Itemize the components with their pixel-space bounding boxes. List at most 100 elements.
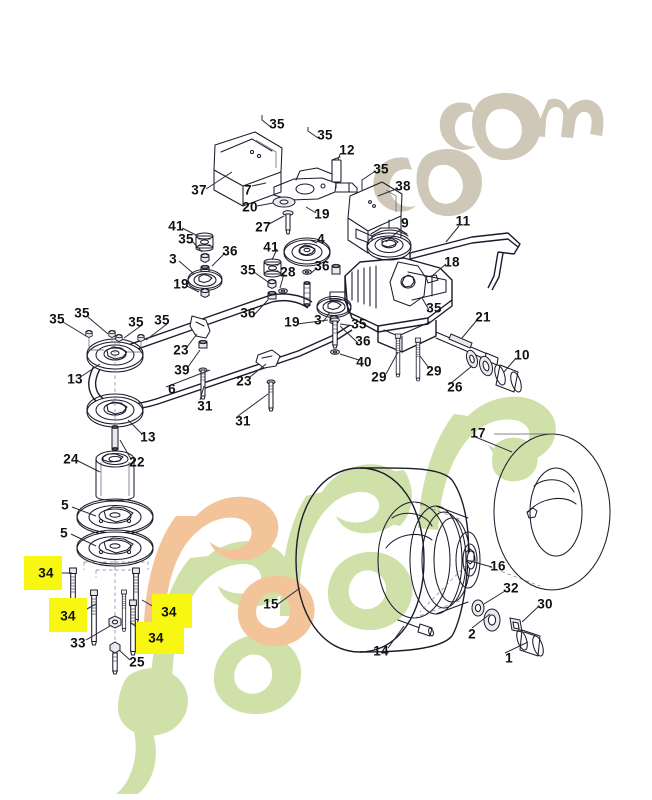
callout-label-35-c31: 35 bbox=[74, 305, 90, 321]
callout-label-35-c28: 35 bbox=[426, 300, 442, 316]
callout-label-34-c60: 34 bbox=[38, 565, 54, 581]
callout-label-31-c46: 31 bbox=[235, 413, 251, 429]
callout-label-3-c20: 3 bbox=[169, 251, 177, 267]
callout-label-13-c47: 13 bbox=[140, 429, 156, 445]
callout-label-5-c51: 5 bbox=[61, 497, 69, 513]
highlight-34-upper-left bbox=[24, 556, 62, 590]
callout-label-23-c34: 23 bbox=[173, 342, 189, 358]
part-2-bushing bbox=[479, 355, 493, 377]
part-17-inner-tube bbox=[493, 433, 611, 591]
callout-label-34-c62: 34 bbox=[161, 604, 177, 620]
callout-label-20-c08: 20 bbox=[242, 199, 258, 215]
callout-label-2-c57: 2 bbox=[468, 626, 476, 642]
part-26-washer bbox=[465, 349, 479, 369]
part-33-nut bbox=[108, 615, 122, 629]
watermark-orange-text bbox=[144, 496, 315, 646]
callout-label-35-c30: 35 bbox=[49, 311, 65, 327]
callout-label-12-c03: 12 bbox=[339, 142, 355, 158]
part-21-pin bbox=[448, 333, 473, 349]
callout-label-32-c54: 32 bbox=[503, 580, 519, 596]
part-14-valve bbox=[397, 619, 434, 637]
callout-label-35-c21: 35 bbox=[240, 262, 256, 278]
part-41-bearing-left bbox=[195, 232, 214, 252]
part-41-bearing-right bbox=[263, 258, 282, 278]
leader-lines bbox=[54, 115, 540, 661]
part-16-rim bbox=[409, 505, 541, 615]
callout-label-23-c44: 23 bbox=[236, 373, 252, 389]
part-27-bolt bbox=[282, 210, 294, 235]
highlight-34-lower-right bbox=[136, 622, 184, 654]
part-2-bushing-2 bbox=[483, 608, 501, 632]
callout-label-29-c38: 29 bbox=[371, 369, 387, 385]
callout-label-19-c23: 19 bbox=[173, 276, 189, 292]
callout-label-29-c39: 29 bbox=[426, 363, 442, 379]
callout-label-18-c19: 18 bbox=[444, 254, 460, 270]
callout-label-16-c53: 16 bbox=[490, 558, 506, 574]
callout-label-34-c63: 34 bbox=[148, 630, 164, 646]
callout-label-36-c36: 36 bbox=[355, 333, 371, 349]
callout-label-19-c09: 19 bbox=[314, 206, 330, 222]
callout-label-28-c22: 28 bbox=[280, 264, 296, 280]
part-23-link-a bbox=[189, 315, 211, 339]
part-11-control-rod bbox=[409, 232, 521, 291]
callout-label-35-c02: 35 bbox=[317, 127, 333, 143]
part-1-hub-cap bbox=[516, 629, 544, 657]
callout-label-27-c12: 27 bbox=[255, 219, 271, 235]
part-3-pulley-right bbox=[316, 295, 352, 319]
callout-label-3-c26: 3 bbox=[314, 312, 322, 328]
callout-label-35-c27: 35 bbox=[351, 316, 367, 332]
callout-label-35-c04: 35 bbox=[373, 161, 389, 177]
part-13-pulley-upper bbox=[86, 330, 144, 392]
callout-label-9-c10: 9 bbox=[401, 215, 409, 231]
callout-label-5-c52: 5 bbox=[60, 525, 68, 541]
part-10-spacer-tube bbox=[494, 364, 522, 393]
callout-label-40-c37: 40 bbox=[356, 354, 372, 370]
callout-label-17-c48: 17 bbox=[470, 425, 486, 441]
part-4-pulley bbox=[283, 237, 331, 267]
callout-label-15-c56: 15 bbox=[263, 596, 279, 612]
part-35-bolt-engine bbox=[330, 317, 340, 349]
callout-label-14-c59: 14 bbox=[373, 643, 389, 659]
callout-label-1-c58: 1 bbox=[505, 650, 513, 666]
callout-label-19-c25: 19 bbox=[284, 314, 300, 330]
callout-label-38-c05: 38 bbox=[395, 178, 411, 194]
callout-label-37-c06: 37 bbox=[191, 182, 207, 198]
callout-label-35-c01: 35 bbox=[269, 116, 285, 132]
callout-label-21-c29: 21 bbox=[475, 309, 491, 325]
part-23-link-b bbox=[255, 349, 281, 369]
callout-label-11-c11: 11 bbox=[455, 213, 471, 229]
callout-label-4-c17: 4 bbox=[317, 231, 325, 247]
part-24-housing bbox=[95, 450, 135, 502]
part-22-key bbox=[111, 425, 119, 451]
callout-label-6-c43: 6 bbox=[168, 381, 176, 397]
callout-label-30-c55: 30 bbox=[537, 596, 553, 612]
part-32-washer bbox=[471, 599, 485, 617]
callout-label-24-c49: 24 bbox=[63, 451, 79, 467]
callout-label-36-c18: 36 bbox=[314, 258, 330, 274]
callout-label-10-c41: 10 bbox=[514, 347, 530, 363]
callout-label-13-c42: 13 bbox=[67, 371, 83, 387]
callout-label-41-c16: 41 bbox=[263, 239, 279, 255]
part-5-disc-lower bbox=[76, 529, 154, 567]
part-39-spacer bbox=[198, 339, 208, 349]
part-20-washer bbox=[272, 196, 296, 208]
part-5-disc-upper bbox=[76, 498, 154, 536]
highlight-34-lower-left bbox=[49, 598, 87, 632]
callout-label-26-c40: 26 bbox=[447, 379, 463, 395]
callout-label-34-c61: 34 bbox=[60, 608, 76, 624]
callout-label-35-c32: 35 bbox=[128, 314, 144, 330]
callout-label-41-c13: 41 bbox=[168, 218, 184, 234]
callout-label-7-c07: 7 bbox=[244, 182, 252, 198]
part-25-bolt bbox=[109, 641, 121, 675]
callout-label-31-c45: 31 bbox=[197, 398, 213, 414]
callout-label-33-c64: 33 bbox=[70, 635, 86, 651]
callout-label-22-c50: 22 bbox=[129, 454, 145, 470]
callout-label-25-c65: 25 bbox=[129, 654, 145, 670]
part-35-bolt-group bbox=[85, 330, 145, 353]
callout-label-35-c33: 35 bbox=[154, 312, 170, 328]
callout-label-36-c24: 36 bbox=[240, 305, 256, 321]
